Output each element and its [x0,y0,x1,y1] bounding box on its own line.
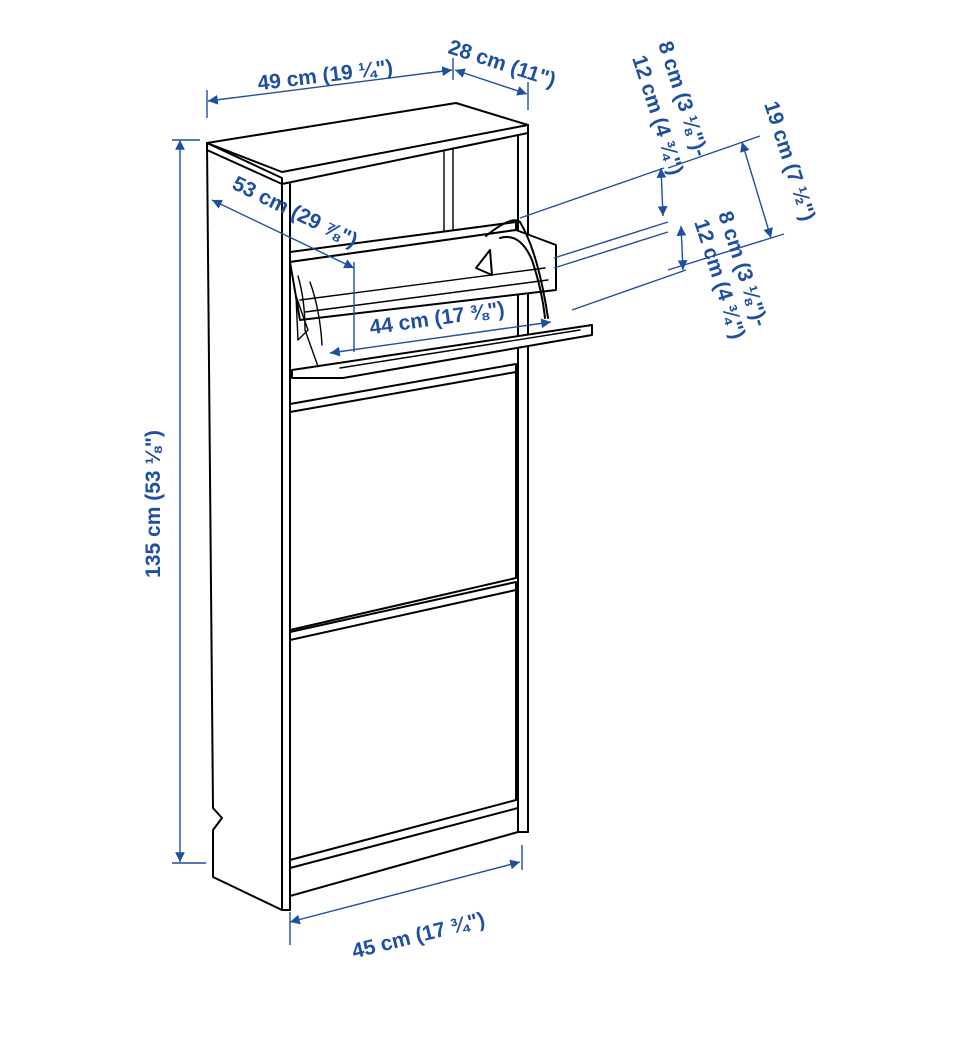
label-width-bottom: 45 cm (17 ¾") [350,908,488,963]
label-spacing-total: 19 cm (7 ½") [759,98,819,223]
cabinet-left-side-panel [206,142,283,911]
dimension-line-inner-width [329,318,552,357]
dimension-lines [172,58,785,945]
bottom-drawer-front [289,589,517,861]
cabinet-outline [206,102,593,911]
label-width-top: 49 cm (19 ¼") [256,56,394,95]
flap-hinge-mechanism [475,219,549,319]
dimension-line-width-bottom [289,859,521,925]
cabinet-top-panel [206,102,529,173]
dimension-line-width-top [207,66,453,105]
label-height: 135 cm (53 ⅛") [142,430,165,578]
middle-drawer-front [289,371,517,631]
label-depth-top: 28 cm (11") [445,36,558,92]
top-compartment-frame [289,229,557,321]
dimension-line-compartment-2 [676,225,688,271]
dimension-line-spacing-total [740,141,773,239]
dimension-line-compartment-1 [656,167,668,217]
dimension-line-open-depth [211,199,355,269]
dimension-line-depth [454,68,528,96]
